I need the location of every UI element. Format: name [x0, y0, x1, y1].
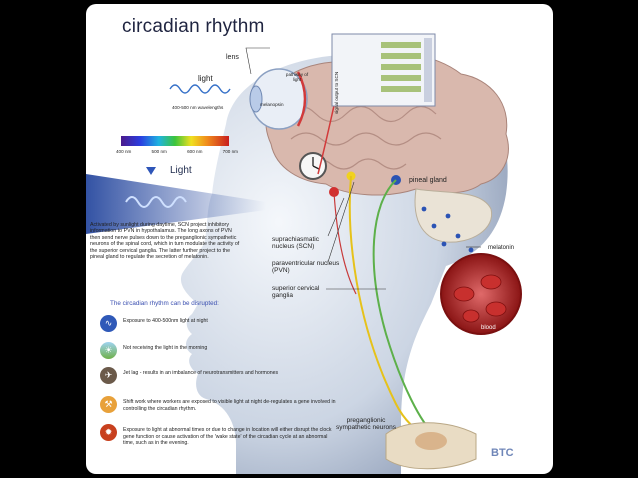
disruption-item: ✹ Exposure to light at abnormal times or… — [100, 424, 338, 447]
cerebellum — [414, 188, 493, 243]
red-nerve — [333, 191, 357, 295]
light-beam — [86, 174, 266, 234]
spectrum-bar — [121, 136, 229, 146]
disruption-item: ∿ Exposure to 400-500nm light at night — [100, 315, 338, 332]
red-blood-cells — [453, 274, 507, 323]
clock-gene-icon: ✹ — [100, 424, 117, 441]
label-signal-output: signal output to SCN — [334, 71, 339, 114]
traveler-icon: ✈ — [100, 367, 117, 384]
label-light-top: light — [198, 74, 213, 83]
retina — [296, 71, 307, 127]
spectrum-tick: 600 nm — [187, 149, 203, 154]
disruption-text: Not receiving the light in the morning — [123, 345, 208, 351]
diagram-illustration — [86, 33, 522, 474]
label-light-big: Light — [170, 165, 192, 176]
disruption-item: ☀ Not receiving the light in the morning — [100, 342, 338, 359]
page-title: circadian rhythm — [122, 16, 265, 37]
label-pineal-gland: pineal gland — [409, 177, 447, 184]
worker-icon: ⚒ — [100, 396, 117, 413]
eye-lens — [249, 85, 263, 113]
label-blood: blood — [481, 325, 496, 331]
spectrum-tick: 400 nm — [116, 149, 132, 154]
disruption-text: Shift work where workers are exposed to … — [123, 399, 336, 412]
green-nerve — [372, 179, 437, 437]
wave-icon: ∿ — [100, 315, 117, 332]
label-scn: suprachiasmatic nucleus (SCN) — [272, 236, 319, 251]
sunrise-icon: ☀ — [100, 342, 117, 359]
blood-vessel — [440, 253, 522, 335]
disruption-heading: The circadian rhythm can be disrupted: — [110, 300, 219, 307]
label-melatonin: melatonin — [488, 245, 515, 251]
disruption-item: ⚒ Shift work where workers are exposed t… — [100, 396, 338, 413]
disruption-item: ✈ Jet lag - results in an imbalance of n… — [100, 367, 338, 384]
description-text: Activated by sunlight during daytime, SC… — [90, 222, 240, 261]
spectrum-tick: 500 nm — [151, 149, 167, 154]
spectrum-tick: 700 nm — [222, 149, 238, 154]
label-preganglionic: preganglionic sympathetic neurons — [336, 417, 396, 432]
diagram-panel: circadian rhythm lens light pathway of l… — [86, 4, 553, 474]
label-wavelengths: 400-500 nm wavelengths — [172, 105, 224, 110]
disruption-text: Jet lag - results in an imbalance of neu… — [123, 370, 279, 376]
light-beam-wave — [125, 196, 187, 208]
spectrum-ticks: 400 nm 500 nm 600 nm 700 nm — [116, 149, 238, 154]
disruption-text: Exposure to 400-500nm light at night — [123, 318, 208, 324]
neuron-inset-bars — [381, 42, 421, 92]
brand-logo: BTC — [491, 447, 514, 459]
label-melanopsin: melanopsin — [260, 102, 284, 107]
melatonin-dots — [421, 206, 474, 253]
light-wave-icon — [169, 84, 231, 94]
label-lens: lens — [226, 54, 239, 61]
disruption-text: Exposure to light at abnormal times or d… — [123, 427, 332, 446]
label-scg: superior cervical ganglia — [272, 285, 320, 300]
label-pvn: paraventricular nucleus (PVN) — [272, 260, 340, 275]
arrow-down-icon — [146, 167, 156, 175]
label-pathway-of-light: pathway of light — [285, 72, 309, 83]
